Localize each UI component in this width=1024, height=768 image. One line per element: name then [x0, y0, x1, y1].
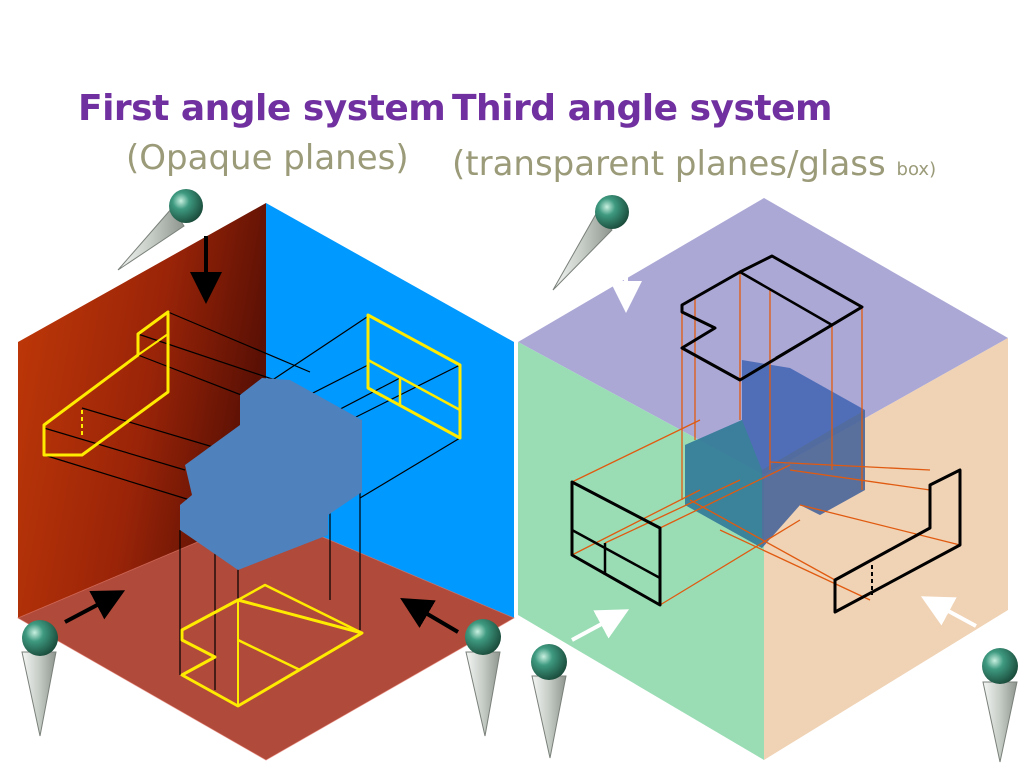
third-angle-subtitle: (transparent planes/glass box) [452, 144, 936, 184]
first-angle-subtitle: (Opaque planes) [126, 138, 409, 178]
observer-icon [552, 195, 629, 291]
third-angle-subtitle-small: box [896, 159, 930, 180]
first-views [42, 310, 462, 708]
observer-icon [531, 644, 567, 759]
third-top-view [680, 254, 864, 382]
first-bottom-plane [18, 513, 514, 760]
third-views [570, 254, 962, 614]
arrow-icon [400, 597, 460, 634]
observer-icon [465, 619, 501, 737]
observer-icon [982, 648, 1018, 763]
first-top-view [180, 598, 364, 708]
observer-icon [21, 620, 58, 737]
first-object [180, 378, 362, 570]
arrow-icon [920, 596, 977, 628]
third-angle-subtitle-main: (transparent planes/glass [452, 144, 886, 184]
third-angle-title: Third angle system [452, 88, 833, 129]
first-side-view [42, 310, 170, 457]
third-top-plane [518, 198, 1008, 475]
first-angle-box [16, 203, 516, 761]
first-angle-title: First angle system [78, 88, 446, 129]
arrow-icon [64, 590, 126, 624]
observer-icon [117, 189, 203, 271]
third-angle-subtitle-close: ) [929, 159, 937, 180]
first-front-view [366, 313, 462, 440]
third-angle-box [518, 198, 1008, 760]
arrow-icon [571, 609, 630, 642]
third-projectors [571, 272, 961, 606]
